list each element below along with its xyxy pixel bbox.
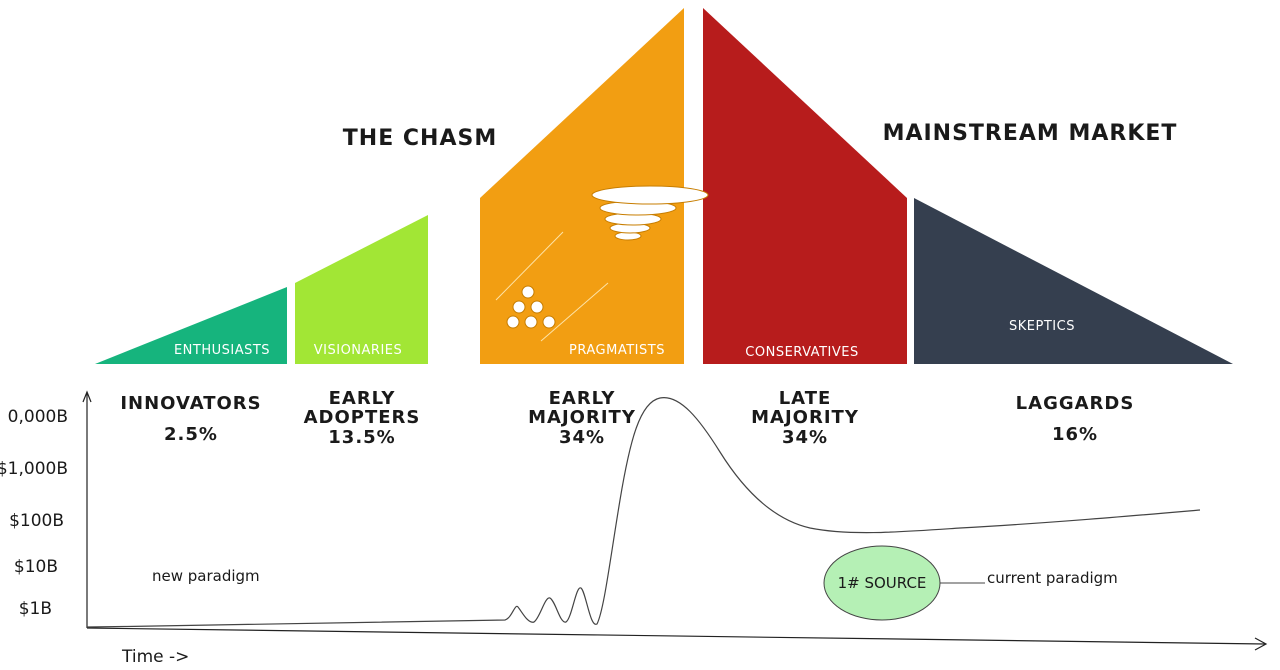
- group-early-adopters-line1: EARLY: [329, 388, 396, 409]
- group-laggards-name: LAGGARDS: [1016, 393, 1135, 414]
- current-paradigm-note: current paradigm: [987, 569, 1118, 587]
- segment-skeptics: [914, 198, 1233, 364]
- chasm-heading: THE CHASM: [343, 126, 497, 151]
- segment-enthusiasts: [95, 287, 287, 364]
- group-early-majority-line1: EARLY: [549, 388, 616, 409]
- balls-pyramid-icon: [506, 285, 556, 329]
- group-early-majority-pct: 34%: [559, 427, 605, 448]
- group-early-majority-line2: MAJORITY: [528, 407, 636, 428]
- x-axis: [86, 627, 1268, 651]
- y-tick-label: 0,000B: [8, 407, 68, 427]
- group-innovators-pct: 2.5%: [164, 424, 218, 445]
- group-late-majority-line1: LATE: [779, 388, 832, 409]
- source-badge-label: 1# SOURCE: [838, 574, 927, 592]
- y-tick-label: $100B: [9, 511, 64, 531]
- y-tick-label: $10B: [14, 557, 58, 577]
- group-late-majority-pct: 34%: [782, 427, 828, 448]
- mainstream-heading: MAINSTREAM MARKET: [883, 121, 1178, 146]
- segment-label-conservatives: CONSERVATIVES: [745, 345, 858, 360]
- growth-curve: [86, 397, 1201, 628]
- group-early-adopters-pct: 13.5%: [328, 427, 395, 448]
- segment-label-visionaries: VISIONARIES: [314, 343, 403, 358]
- segment-label-pragmatists: PRAGMATISTS: [569, 343, 665, 358]
- segment-pragmatists: [480, 8, 684, 364]
- group-laggards-pct: 16%: [1052, 424, 1098, 445]
- group-innovators-name: INNOVATORS: [120, 393, 261, 414]
- segment-visionaries: [295, 215, 428, 364]
- group-late-majority-line2: MAJORITY: [751, 407, 859, 428]
- segment-label-skeptics: SKEPTICS: [1009, 319, 1075, 334]
- tornado-icon: [591, 185, 709, 241]
- diagonal-lines-decoration: [495, 231, 609, 342]
- y-tick-label: $1,000B: [0, 459, 68, 479]
- new-paradigm-note: new paradigm: [152, 567, 260, 585]
- group-early-adopters-line2: ADOPTERS: [304, 407, 421, 428]
- y-axis: [82, 390, 92, 628]
- x-axis-label: Time ->: [121, 647, 189, 667]
- y-tick-label: $1B: [19, 599, 52, 619]
- segment-conservatives: [703, 8, 907, 364]
- segment-label-enthusiasts: ENTHUSIASTS: [174, 343, 270, 358]
